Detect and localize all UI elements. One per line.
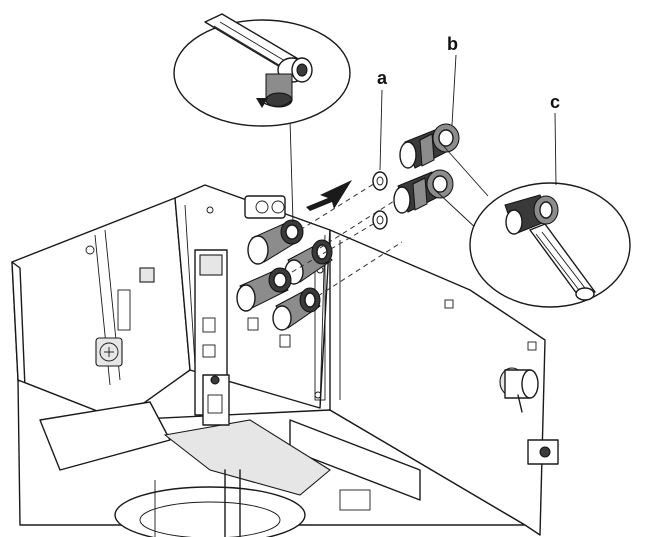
washer-parts xyxy=(372,171,388,230)
callout-label-a: a xyxy=(377,68,388,88)
detail-bubble-top xyxy=(173,13,351,223)
valve-nut-parts xyxy=(393,123,460,214)
callout-label-b: b xyxy=(447,34,458,54)
detail-bubble-right xyxy=(434,141,631,308)
alignment-lines xyxy=(291,179,403,297)
leader-lines xyxy=(379,54,557,186)
rotation-arrow-icon xyxy=(261,99,293,108)
callout-label-c: c xyxy=(550,92,560,112)
pipe-connection-group xyxy=(236,195,333,331)
unit-body xyxy=(11,184,559,537)
insertion-arrow-icon xyxy=(306,180,352,211)
